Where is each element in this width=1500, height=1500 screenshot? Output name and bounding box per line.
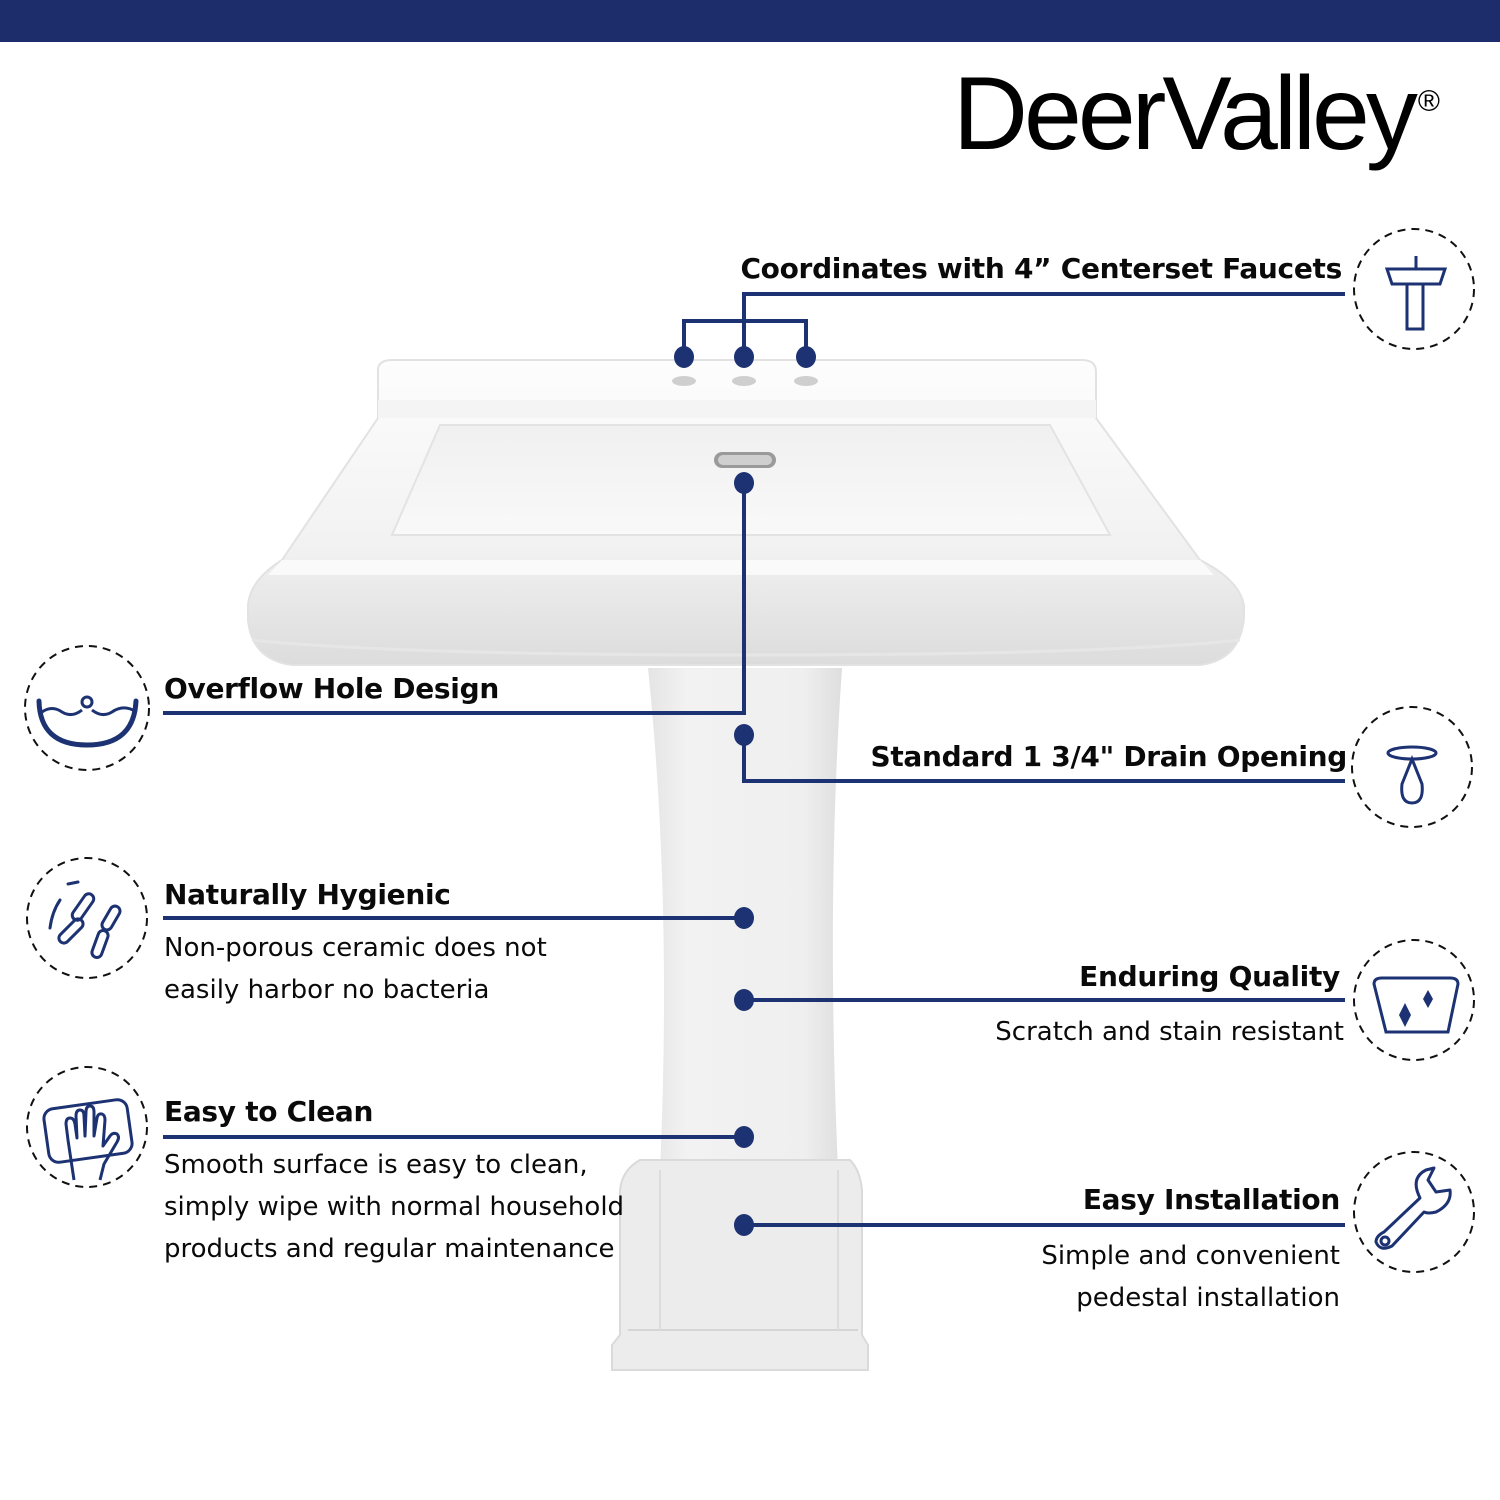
feature-title-drain: Standard 1 3/4" Drain Opening bbox=[870, 740, 1347, 773]
feature-desc-clean: Smooth surface is easy to clean, simply … bbox=[164, 1144, 624, 1270]
feature-desc-quality: Scratch and stain resistant bbox=[995, 1011, 1344, 1053]
desc-line: simply wipe with normal household bbox=[164, 1192, 625, 1222]
hand-wipe-icon bbox=[26, 1066, 148, 1188]
wrench-icon bbox=[1353, 1151, 1475, 1273]
desc-line: products and regular maintenance bbox=[164, 1234, 615, 1264]
desc-line: pedestal installation bbox=[1076, 1283, 1340, 1313]
brand-logo: DeerValley® bbox=[953, 62, 1440, 166]
top-brand-bar bbox=[0, 0, 1500, 42]
desc-line: Scratch and stain resistant bbox=[995, 1017, 1344, 1047]
desc-line: Smooth surface is easy to clean, bbox=[164, 1150, 588, 1180]
registered-mark: ® bbox=[1417, 85, 1440, 118]
desc-line: Simple and convenient bbox=[1041, 1241, 1340, 1271]
pedestal bbox=[611, 668, 869, 1371]
feature-desc-hygienic: Non-porous ceramic does not easily harbo… bbox=[164, 927, 547, 1011]
bacteria-icon bbox=[26, 857, 148, 979]
feature-title-faucets: Coordinates with 4” Centerset Faucets bbox=[740, 252, 1342, 285]
feature-title-clean: Easy to Clean bbox=[164, 1095, 374, 1128]
basin-sparkle-icon bbox=[1353, 939, 1475, 1061]
drain-drop-icon bbox=[1351, 706, 1473, 828]
pedestal-sink-icon bbox=[1353, 228, 1475, 350]
feature-desc-install: Simple and convenient pedestal installat… bbox=[1041, 1235, 1340, 1319]
callout-lines bbox=[163, 292, 1345, 1227]
desc-line: easily harbor no bacteria bbox=[164, 975, 490, 1005]
callout-dots bbox=[674, 346, 816, 1236]
desc-line: Non-porous ceramic does not bbox=[164, 933, 547, 963]
brand-name: DeerValley bbox=[952, 56, 1418, 172]
feature-title-overflow: Overflow Hole Design bbox=[164, 672, 499, 705]
feature-title-quality: Enduring Quality bbox=[1079, 960, 1340, 993]
feature-title-hygienic: Naturally Hygienic bbox=[164, 878, 451, 911]
feature-title-install: Easy Installation bbox=[1082, 1183, 1340, 1216]
basin-water-overflow-icon bbox=[24, 645, 150, 771]
